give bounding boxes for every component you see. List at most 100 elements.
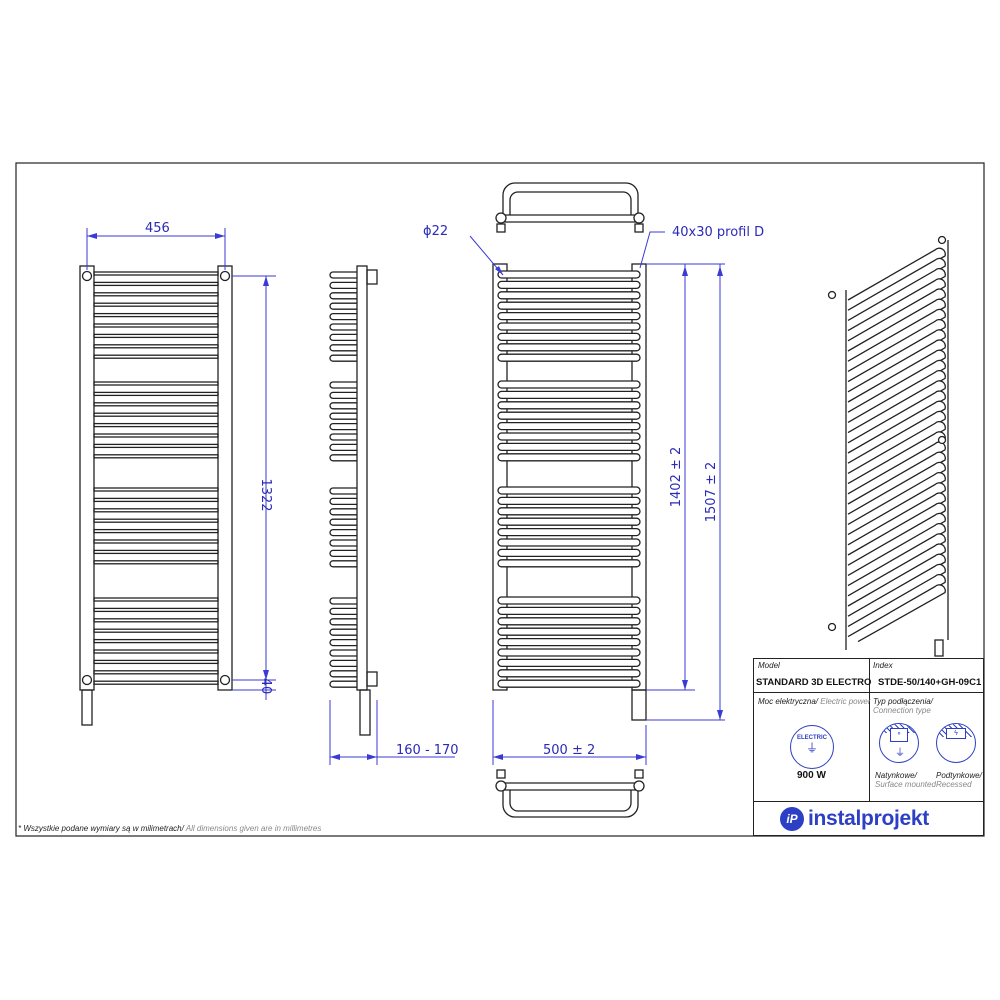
towel-bar <box>497 669 641 678</box>
towel-bar <box>93 649 219 654</box>
towel-bar <box>93 487 219 492</box>
towel-bar <box>93 549 219 555</box>
towel-bar <box>93 354 219 359</box>
recessed-label-en: Recessed <box>936 780 972 789</box>
towel-bar-side <box>329 670 357 678</box>
dim-depth: 160 - 170 <box>396 743 459 758</box>
towel-bar-side <box>329 344 357 352</box>
connection-label-en: Connection type <box>873 706 931 715</box>
towel-bar-3d <box>847 288 946 347</box>
surface-mounted-icon: ⚬ ⏚ <box>879 723 919 763</box>
towel-bar <box>497 421 641 431</box>
towel-bar <box>497 637 641 647</box>
towel-bar-3d <box>847 247 946 306</box>
towel-bar-side <box>329 443 357 452</box>
towel-bar <box>497 442 641 452</box>
towel-bar-side <box>329 539 357 547</box>
towel-bar-3d <box>847 523 946 581</box>
index-value: STDE-50/140+GH-09C1 <box>878 677 982 688</box>
model-label: Model <box>758 661 780 670</box>
towel-bar-3d <box>847 370 946 428</box>
towel-bar-side <box>329 560 357 568</box>
dim-width-456: 456 <box>145 221 170 236</box>
towel-bar <box>497 527 641 537</box>
towel-bar <box>93 528 219 534</box>
towel-bar <box>497 617 641 626</box>
towel-bar <box>497 380 641 389</box>
towel-bar-3d <box>847 390 946 449</box>
towel-bar <box>497 301 641 310</box>
towel-bar-side <box>329 618 357 626</box>
towel-bar <box>93 412 219 417</box>
towel-bar-3d <box>847 502 946 561</box>
towel-bar <box>497 401 641 410</box>
towel-bar-side <box>329 354 357 362</box>
towel-bar <box>497 679 641 688</box>
towel-bar <box>497 648 641 657</box>
towel-bar-side <box>329 454 357 462</box>
towel-bar-side <box>329 402 357 410</box>
towel-bar-side <box>329 292 357 300</box>
towel-bar-side <box>329 381 357 389</box>
towel-bar <box>93 628 219 633</box>
towel-bar <box>93 312 219 318</box>
plug-icon: ⏚ <box>805 741 818 755</box>
towel-bar <box>497 627 641 636</box>
towel-bar-3d <box>847 461 946 520</box>
towel-bar-side <box>329 422 357 431</box>
power-value: 900 W <box>797 770 826 781</box>
towel-bar-3d <box>847 339 946 398</box>
towel-bar <box>93 391 219 397</box>
towel-bar-3d <box>847 543 946 602</box>
towel-bar <box>497 270 641 279</box>
towel-bar-3d <box>847 512 946 571</box>
front-view-left <box>79 228 276 726</box>
towel-bar <box>497 658 641 668</box>
towel-bar-3d <box>847 553 946 612</box>
towel-bar <box>93 323 219 328</box>
connection-label-pl: Typ podłączenia/ <box>873 697 933 706</box>
towel-bar-side <box>329 659 357 668</box>
towel-bar <box>93 607 219 613</box>
power-label-en: Electric power <box>818 697 871 706</box>
towel-bar-side <box>329 433 357 441</box>
towel-bar <box>497 353 641 362</box>
towel-bar <box>497 291 641 300</box>
towel-bar <box>497 548 641 558</box>
towel-bar-3d <box>847 482 946 541</box>
towel-bar-3d <box>847 268 946 326</box>
side-view <box>329 265 455 765</box>
towel-bar <box>93 659 219 665</box>
towel-bar <box>93 454 219 459</box>
towel-bar-3d <box>847 472 946 530</box>
towel-bar-3d <box>847 533 946 592</box>
recessed-label-pl: Podtynkowe/ <box>936 771 982 780</box>
footnote-en: All dimensions given are in millimetres <box>183 824 322 833</box>
index-label: Index <box>873 661 893 670</box>
towel-bar <box>93 381 219 386</box>
towel-bar-side <box>329 649 357 657</box>
recessed-icon: ϟ <box>936 723 976 763</box>
towel-bar-3d <box>847 319 946 377</box>
towel-bar <box>93 518 219 523</box>
towel-bar <box>497 390 641 400</box>
towel-bar <box>497 332 641 342</box>
towel-bar <box>497 559 641 568</box>
towel-bar-3d <box>847 574 946 632</box>
dim-height-1322: 1322 <box>258 478 273 511</box>
towel-bar-3d <box>847 278 946 337</box>
towel-bar-3d <box>847 421 946 479</box>
towel-bar <box>497 538 641 547</box>
towel-bar-3d <box>847 359 946 418</box>
towel-bar <box>497 322 641 331</box>
towel-bar-side <box>329 302 357 310</box>
model-value: STANDARD 3D ELECTRO <box>756 677 872 688</box>
footnote-pl: * Wszystkie podane wymiary są w milimetr… <box>18 824 184 833</box>
towel-bar-side <box>329 518 357 526</box>
towel-bar-side <box>329 312 357 321</box>
dim-height-1507: 1507 ± 2 <box>704 462 719 523</box>
footnote: * Wszystkie podane wymiary są w milimetr… <box>18 824 321 833</box>
logo-mark: iP <box>780 807 804 831</box>
power-label-pl: Moc elektryczna/ <box>758 697 819 706</box>
towel-bar-3d <box>847 329 946 388</box>
